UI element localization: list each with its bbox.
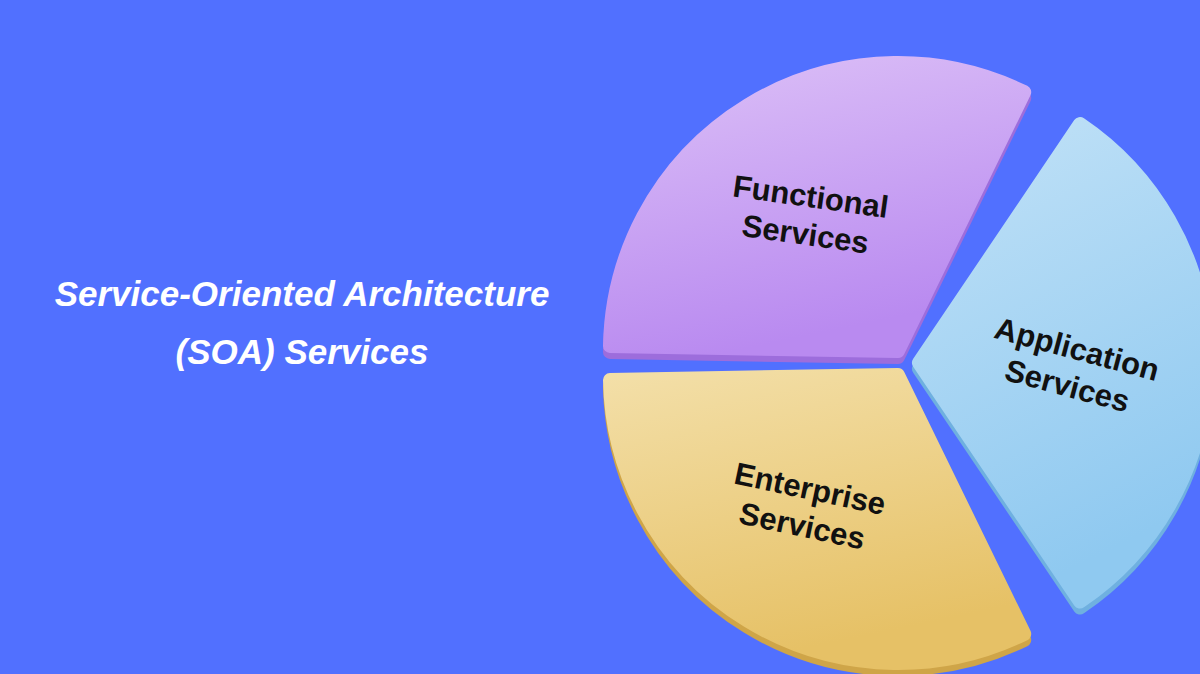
segment-face xyxy=(610,375,1024,663)
diagram-title: Service-Oriented Architecture (SOA) Serv… xyxy=(2,265,602,381)
pie-segment: Enterprise Services xyxy=(596,361,1038,674)
